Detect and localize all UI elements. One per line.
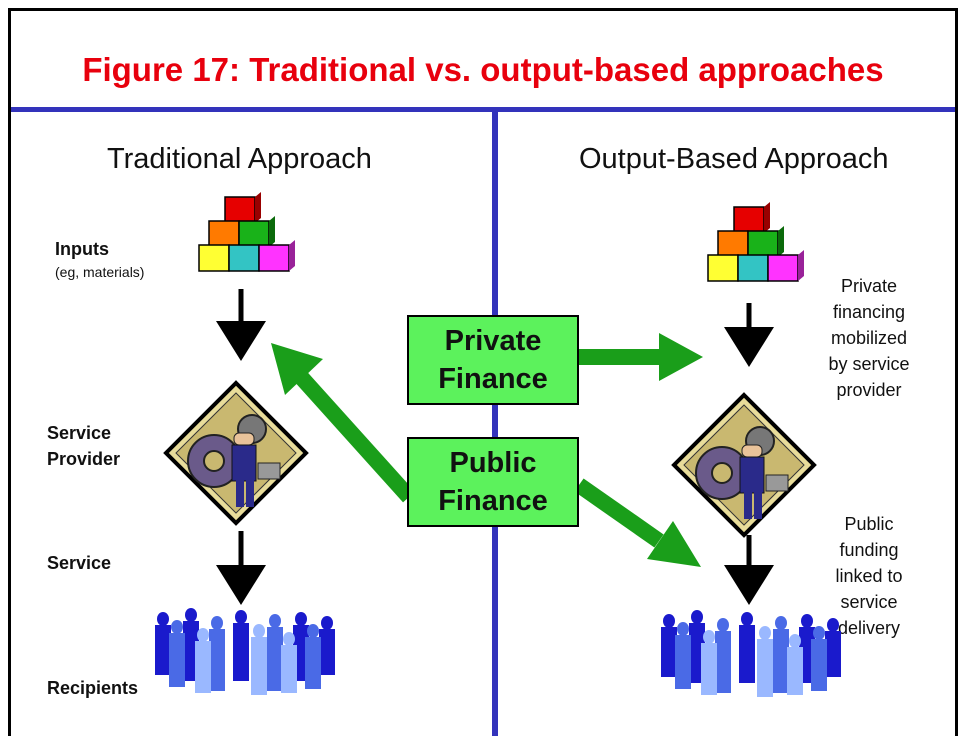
arrow-public-to-traditional (295, 371, 415, 503)
center-divider (492, 112, 498, 736)
figure-frame: Figure 17: Traditional vs. output-based … (8, 8, 958, 736)
private-note-line: financing (832, 302, 906, 322)
flow-arrows (216, 289, 774, 605)
public-note-line: linked to (835, 566, 903, 586)
public-note-line: delivery (837, 618, 901, 638)
public-note-line: Public (844, 514, 894, 534)
public-finance-line: Public (449, 447, 537, 479)
private-note-line: mobilized (830, 328, 908, 348)
cubes-icon-right (707, 201, 805, 282)
inputs-label: Inputs (55, 239, 109, 259)
private-finance-box: Private Finance (407, 315, 579, 405)
service-provider-label-line1: Service (47, 423, 112, 443)
private-note-line: by service (828, 354, 910, 374)
public-note-line: service (840, 592, 898, 612)
output-based-heading: Output-Based Approach (579, 143, 889, 175)
service-label: Service (47, 553, 112, 573)
gear-worker-icon-left (164, 381, 308, 525)
recipients-label: Recipients (47, 678, 139, 698)
public-note-line: funding (839, 540, 899, 560)
cubes-icon-left (198, 191, 296, 272)
crowd-icon-left (155, 608, 335, 695)
service-provider-label-line2: Provider (47, 449, 121, 469)
public-finance-line: Finance (438, 485, 548, 517)
private-finance-line: Finance (438, 363, 548, 395)
gear-worker-icon-right (672, 393, 816, 537)
public-finance-box: Public Finance (407, 437, 579, 527)
arrow-public-to-output (574, 478, 664, 548)
title-divider (11, 107, 955, 112)
private-note-line: provider (836, 380, 902, 400)
figure-title: Figure 17: Traditional vs. output-based … (82, 51, 884, 88)
private-note-line: Private (840, 276, 898, 296)
private-financing-note: Private financing mobilized by service p… (799, 273, 939, 403)
green-arrows (271, 333, 703, 567)
crowd-icon-right (661, 610, 841, 697)
diagram-graphics (155, 191, 841, 697)
inputs-sublabel: (eg, materials) (55, 264, 145, 280)
traditional-heading: Traditional Approach (107, 143, 372, 175)
private-finance-line: Private (444, 325, 542, 357)
public-funding-note: Public funding linked to service deliver… (799, 511, 939, 641)
